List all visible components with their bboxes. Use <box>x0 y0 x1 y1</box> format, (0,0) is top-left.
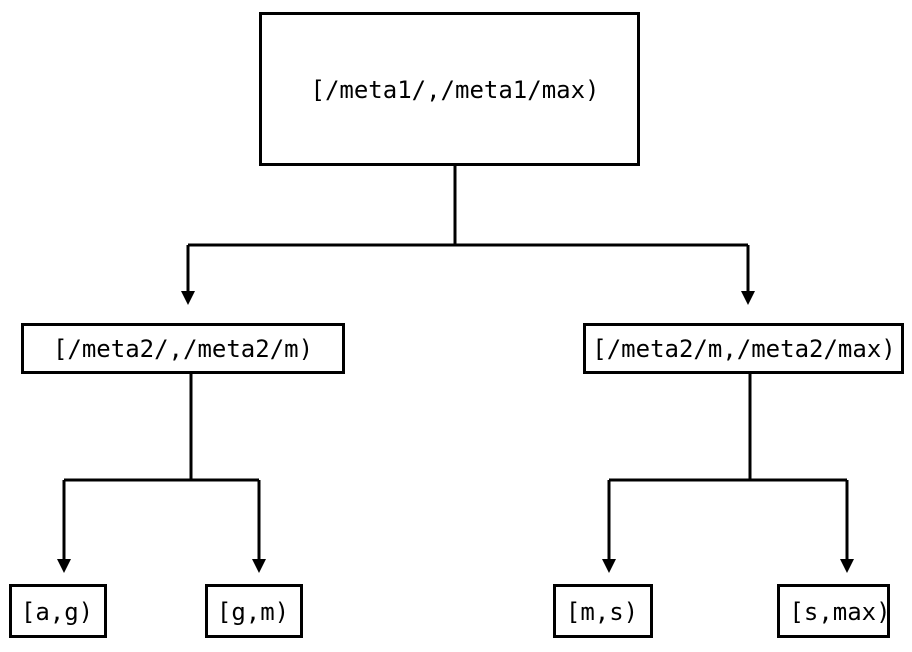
node-root-label: [/meta1/,/meta1/max) <box>311 76 600 104</box>
node-leaf-4-label: [s,max) <box>789 598 890 626</box>
node-root[interactable]: [/meta1/,/meta1/max) <box>259 12 640 166</box>
edge-group-midleft-to-leaves <box>57 374 266 573</box>
node-leaf-3[interactable]: [m,s) <box>553 584 653 638</box>
arrowhead-midleft-to-leaf1 <box>57 559 71 573</box>
node-leaf-3-label: [m,s) <box>566 598 638 626</box>
node-mid-left-box <box>21 323 345 374</box>
edge-group-root-to-mid <box>181 166 755 305</box>
node-mid-left[interactable]: [/meta2/,/meta2/m) <box>21 323 345 374</box>
arrowhead-root-to-mid-left <box>181 291 195 305</box>
arrowhead-midright-to-leaf3 <box>602 559 616 573</box>
edge-group-midright-to-leaves <box>602 374 854 573</box>
node-leaf-1[interactable]: [a,g) <box>9 584 107 638</box>
node-leaf-4[interactable]: [s,max) <box>777 584 891 638</box>
arrowhead-midleft-to-leaf2 <box>252 559 266 573</box>
node-leaf-2-label: [g,m) <box>217 598 289 626</box>
node-leaf-1-box <box>9 584 107 638</box>
node-leaf-3-box <box>553 584 653 638</box>
node-leaf-2[interactable]: [g,m) <box>205 584 303 638</box>
arrowhead-midright-to-leaf4 <box>840 559 854 573</box>
node-leaf-2-box <box>205 584 303 638</box>
node-mid-right-label: [/meta2/m,/meta2/max) <box>592 335 895 363</box>
node-mid-right-box <box>583 323 904 374</box>
node-mid-right[interactable]: [/meta2/m,/meta2/max) <box>583 323 904 374</box>
arrowhead-root-to-mid-right <box>741 291 755 305</box>
node-mid-left-label: [/meta2/,/meta2/m) <box>53 335 313 363</box>
node-leaf-1-label: [a,g) <box>21 598 93 626</box>
node-leaf-4-box <box>777 584 890 638</box>
node-root-box <box>259 12 640 166</box>
